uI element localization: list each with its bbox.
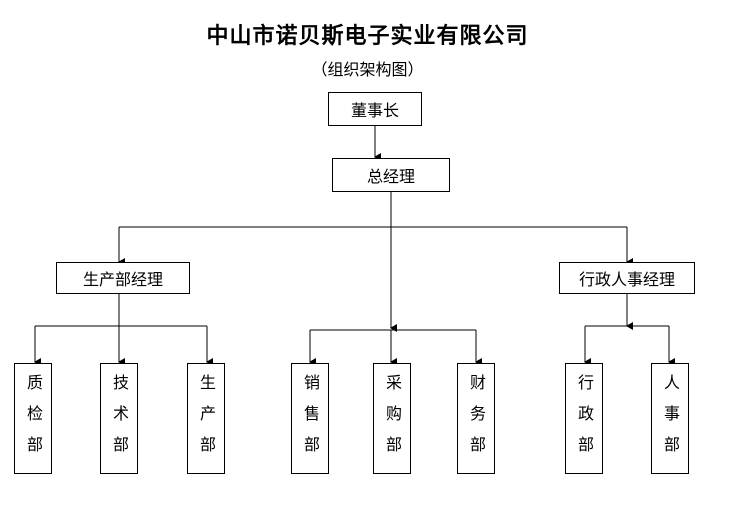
- node-admin-dept: 行政部: [565, 363, 603, 474]
- node-admin-hr-manager-label: 行政人事经理: [578, 270, 675, 289]
- node-chairman-label: 董事长: [350, 101, 399, 120]
- node-production-manager-label: 生产部经理: [82, 270, 163, 289]
- node-production-manager: 生产部经理: [56, 262, 190, 294]
- node-purchasing-dept: 采购部: [373, 363, 411, 474]
- node-finance-dept: 财务部: [457, 363, 495, 474]
- node-qc-dept-label: 质检部: [24, 374, 43, 467]
- node-hr-dept-label: 人事部: [661, 374, 680, 467]
- node-tech-dept: 技术部: [100, 363, 138, 474]
- node-sales-dept: 销售部: [291, 363, 329, 474]
- node-tech-dept-label: 技术部: [110, 374, 129, 467]
- chart-subtitle: （组织架构图）: [311, 60, 424, 79]
- node-production-dept-label: 生产部: [197, 374, 216, 467]
- node-sales-dept-label: 销售部: [301, 374, 320, 467]
- node-general-manager: 总经理: [332, 158, 450, 192]
- node-production-dept: 生产部: [187, 363, 225, 474]
- node-general-manager-label: 总经理: [366, 167, 415, 186]
- node-admin-dept-label: 行政部: [575, 374, 594, 467]
- node-finance-dept-label: 财务部: [467, 374, 486, 467]
- node-hr-dept: 人事部: [651, 363, 689, 474]
- node-admin-hr-manager: 行政人事经理: [559, 262, 695, 294]
- company-title: 中山市诺贝斯电子实业有限公司: [206, 23, 529, 49]
- node-qc-dept: 质检部: [14, 363, 52, 474]
- node-purchasing-dept-label: 采购部: [383, 374, 402, 467]
- node-chairman: 董事长: [328, 92, 422, 126]
